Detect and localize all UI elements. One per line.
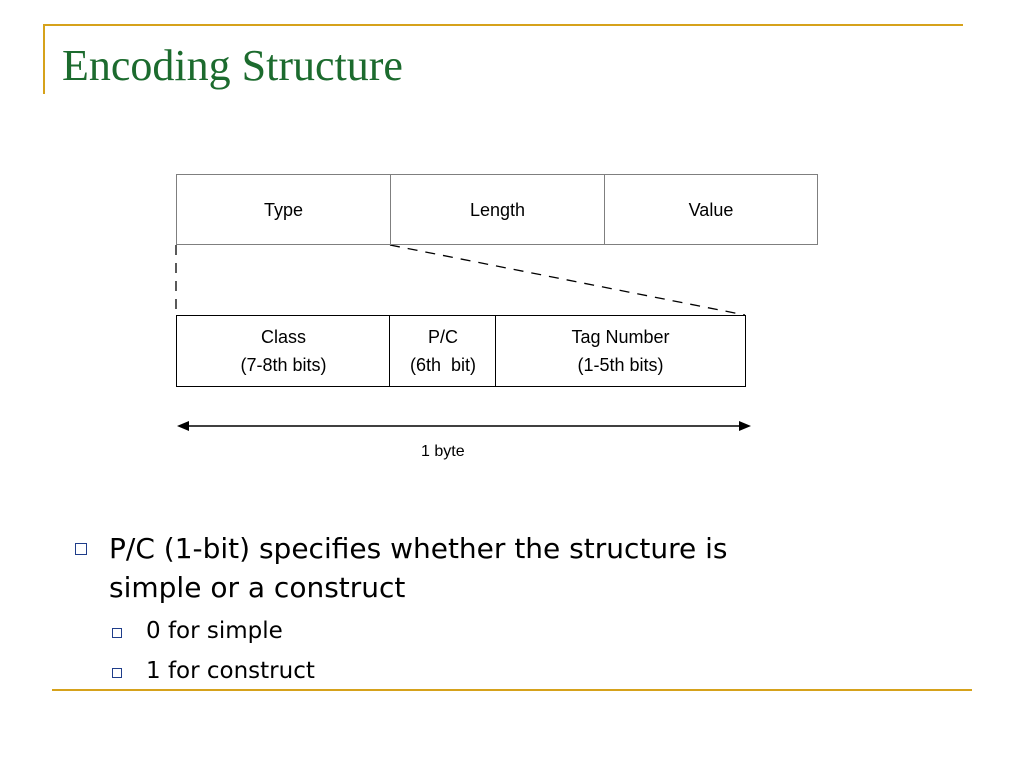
bullet-main-line1: P/C (1-bit) specifies whether the struct… bbox=[109, 532, 728, 565]
bullet-square-icon bbox=[75, 543, 87, 555]
bottom-accent-line bbox=[52, 689, 972, 691]
top-accent-line bbox=[43, 24, 963, 26]
tlv-cell-type: Type bbox=[176, 174, 391, 245]
field-bits: (1-5th bits) bbox=[577, 355, 664, 375]
expand-dash-right bbox=[389, 244, 746, 316]
byte-span-label: 1 byte bbox=[421, 443, 465, 460]
slide-title: Encoding Structure bbox=[62, 41, 403, 90]
tlv-cell-length: Length bbox=[390, 174, 605, 245]
arrowhead-right-icon bbox=[739, 421, 751, 431]
field-bits: (6th bit) bbox=[409, 355, 477, 375]
left-accent-line bbox=[43, 24, 45, 94]
field-pc: P/C (6th bit) bbox=[389, 315, 497, 387]
bullet-square-icon bbox=[112, 668, 122, 678]
field-class: Class (7-8th bits) bbox=[176, 315, 391, 387]
tlv-cell-label: Type bbox=[263, 199, 304, 220]
bullet-sub-item: 1 for construct bbox=[146, 658, 315, 684]
bullet-sub-item: 0 for simple bbox=[146, 618, 283, 644]
tlv-cell-label: Value bbox=[688, 199, 734, 220]
tlv-cell-label: Length bbox=[469, 199, 526, 220]
field-tag-number: Tag Number (1-5th bits) bbox=[495, 315, 746, 387]
bullet-main-line2: simple or a construct bbox=[109, 571, 406, 604]
field-bits: (7-8th bits) bbox=[240, 355, 327, 375]
tlv-cell-value: Value bbox=[604, 174, 818, 245]
field-name: Class bbox=[260, 327, 306, 347]
field-name: P/C bbox=[427, 327, 458, 347]
field-name: Tag Number bbox=[571, 327, 670, 347]
bullet-square-icon bbox=[112, 628, 122, 638]
arrowhead-left-icon bbox=[177, 421, 189, 431]
